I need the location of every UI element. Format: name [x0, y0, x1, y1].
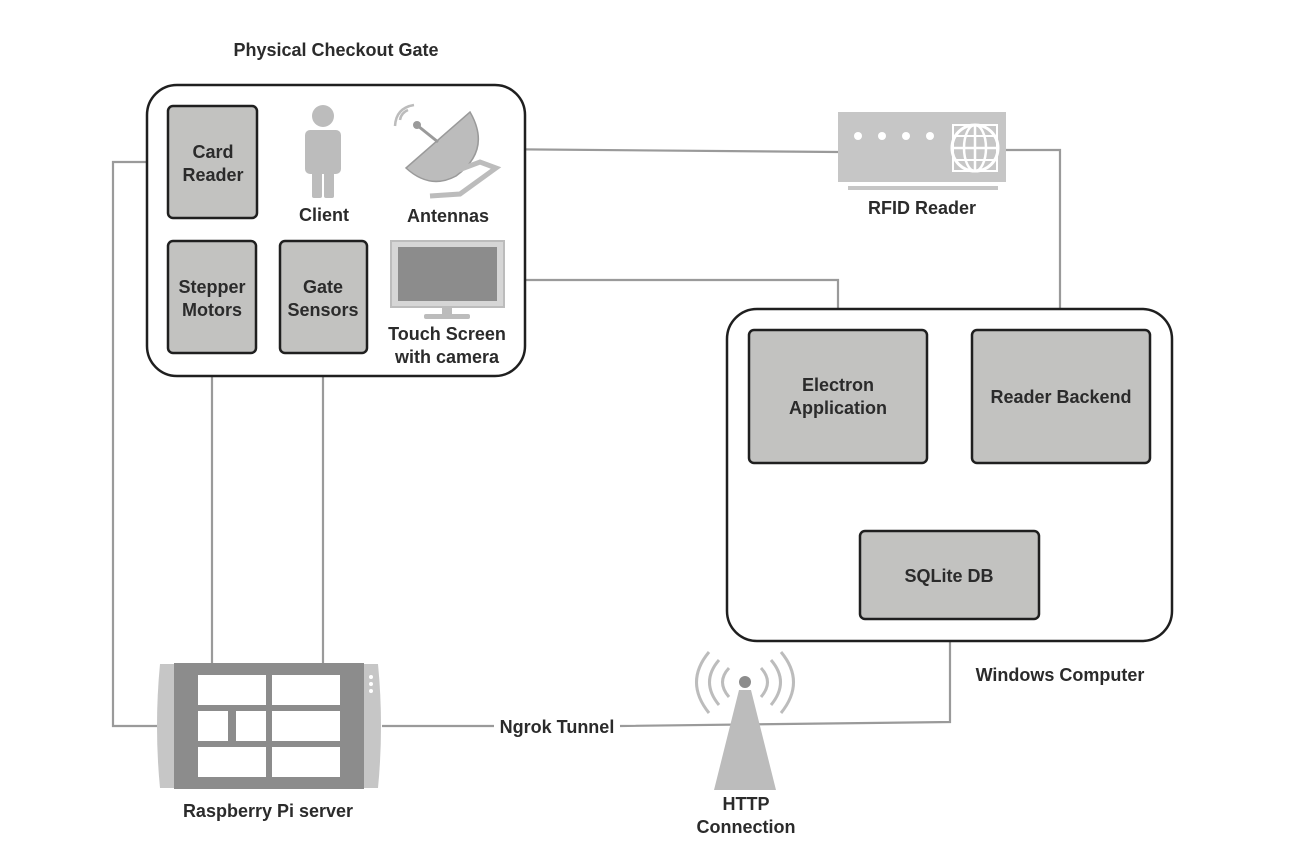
stepper-motors-label-2: Motors: [182, 300, 242, 320]
wire-rfid-backend: [1006, 148, 1062, 330]
rfid-reader: RFID Reader: [838, 112, 1006, 218]
wire-antenna-rfid: [475, 147, 839, 154]
reader-backend-box: [970, 328, 1152, 465]
touch-screen-label: Touch Screen: [388, 324, 506, 344]
windows-group-title: Windows Computer: [976, 665, 1145, 685]
tablet-server-icon: [157, 663, 381, 789]
raspberry-pi-server: Raspberry Pi server: [157, 663, 381, 821]
radio-tower-icon: [695, 651, 795, 790]
http-connection-label: HTTP: [723, 794, 770, 814]
sqlite-db-label: SQLite DB: [904, 566, 993, 586]
sqlite-db-box: [858, 529, 1041, 621]
gate-sensors-box: [278, 239, 369, 355]
satellite-dish-icon: [393, 103, 502, 199]
wire-card-reader-pi: [111, 160, 168, 728]
electron-application-label: Electron: [802, 375, 874, 395]
reader-backend: Reader Backend: [970, 328, 1152, 465]
electron-application-box: [747, 328, 929, 465]
gate-group-title: Physical Checkout Gate: [233, 40, 438, 60]
rfid-reader-label: RFID Reader: [868, 198, 976, 218]
sqlite-db: SQLite DB: [858, 529, 1041, 621]
stepper-motors-box: [166, 239, 258, 355]
physical-checkout-gate-group: Physical Checkout Gate Card Reader Clien…: [145, 40, 527, 378]
stepper-motors-label: Stepper: [178, 277, 245, 297]
electron-application: Electron Application: [747, 328, 929, 465]
ngrok-tunnel-label: Ngrok Tunnel: [500, 717, 615, 737]
monitor-icon: [390, 240, 505, 319]
http-connection-label-2: Connection: [697, 817, 796, 837]
antennas: Antennas: [393, 103, 502, 226]
rfid-reader-icon: [838, 112, 1006, 190]
card-reader-label: Card: [192, 142, 233, 162]
http-connection: HTTP Connection: [695, 651, 796, 837]
gate-sensors: Gate Sensors: [278, 239, 369, 355]
gate-sensors-label-2: Sensors: [287, 300, 358, 320]
person-icon: [305, 105, 341, 198]
card-reader-box: [166, 104, 259, 220]
wire-ngrok-windows: [619, 642, 952, 728]
card-reader: Card Reader: [166, 104, 259, 220]
card-reader-label-2: Reader: [182, 165, 243, 185]
client: Client: [299, 105, 349, 225]
raspberry-pi-label: Raspberry Pi server: [183, 801, 353, 821]
electron-application-label-2: Application: [789, 398, 887, 418]
client-label: Client: [299, 205, 349, 225]
gate-sensors-label: Gate: [303, 277, 343, 297]
windows-computer-group: Electron Application Reader Backend SQLi…: [725, 307, 1174, 685]
touch-screen: Touch Screen with camera: [388, 240, 506, 367]
reader-backend-label: Reader Backend: [990, 387, 1131, 407]
stepper-motors: Stepper Motors: [166, 239, 258, 355]
touch-screen-label-2: with camera: [394, 347, 500, 367]
antennas-label: Antennas: [407, 206, 489, 226]
